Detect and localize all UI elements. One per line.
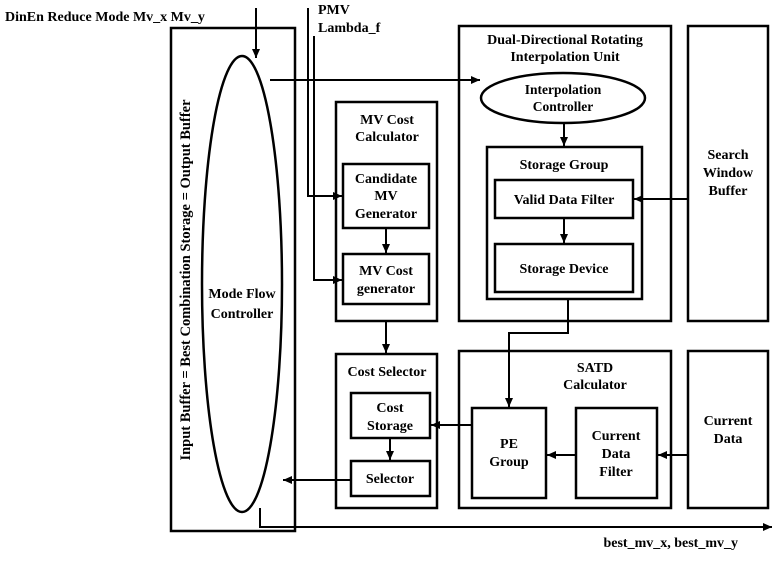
current-data-label-1: Current — [704, 414, 753, 429]
candidate-mv-generator-label-3: Generator — [355, 207, 417, 222]
cost-storage — [349, 391, 432, 440]
current-data-filter-label-2: Data — [602, 447, 631, 462]
interpolation-controller-label-2: Controller — [533, 99, 594, 114]
search-window-buffer-label-2: Window — [703, 166, 754, 181]
mv-cost-calculator-title-2: Calculator — [355, 130, 419, 145]
search-window-buffer-label-3: Buffer — [709, 184, 748, 199]
mv-cost-calculator-title-1: MV Cost — [360, 113, 414, 128]
candidate-mv-generator-label-1: Candidate — [355, 172, 417, 187]
satd-calculator-title-2: Calculator — [563, 378, 627, 393]
mode-flow-controller-label-2: Controller — [211, 307, 274, 322]
mode-flow-controller — [200, 54, 284, 514]
lambda-label: Lambda_f — [318, 21, 381, 36]
pe-group-label-2: Group — [489, 455, 529, 470]
mv-cost-generator-label-1: MV Cost — [359, 264, 413, 279]
current-data-filter-label-3: Filter — [599, 465, 632, 480]
candidate-mv-generator-label-2: MV — [374, 189, 397, 204]
pmv-label: PMV — [318, 3, 350, 18]
storage-device — [493, 242, 635, 294]
mv-cost-generator-label-2: generator — [357, 282, 415, 297]
selector-label: Selector — [366, 472, 414, 487]
current-data-label-2: Data — [714, 432, 743, 447]
arrow-storage-to-pe-group — [505, 299, 569, 407]
mv-cost-generator — [341, 252, 431, 306]
selector — [349, 459, 432, 498]
storage-device-label: Storage Device — [519, 262, 608, 277]
mode-flow-controller-label-1: Mode Flow — [208, 287, 276, 302]
cost-storage-label-2: Storage — [367, 419, 413, 434]
cost-storage-label-1: Cost — [376, 401, 404, 416]
interpolation-controller — [479, 71, 647, 125]
pe-group — [470, 406, 548, 500]
current-data-filter — [574, 406, 659, 500]
search-window-buffer — [686, 24, 770, 323]
cost-selector-title: Cost Selector — [348, 365, 427, 380]
interpolation-controller-label-1: Interpolation — [525, 82, 602, 97]
storage-group-title: Storage Group — [520, 158, 609, 173]
interpolation-unit-title-1: Dual-Directional Rotating — [487, 33, 643, 48]
satd-calculator-title-1: SATD — [577, 361, 613, 376]
input-signals-label: DinEn Reduce Mode Mv_x Mv_y — [5, 10, 205, 25]
current-data-filter-label-1: Current — [592, 429, 641, 444]
search-window-buffer-label-1: Search — [708, 148, 749, 163]
buffer-vertical-label: Input Buffer = Best Combination Storage … — [178, 99, 194, 461]
pe-group-label-1: PE — [500, 437, 518, 452]
current-data-block — [686, 349, 770, 510]
arrow-pmv-to-candidate-generator — [307, 8, 342, 200]
best-mv-output-label: best_mv_x, best_mv_y — [603, 536, 738, 551]
valid-data-filter-label: Valid Data Filter — [514, 193, 615, 208]
interpolation-unit-title-2: Interpolation Unit — [510, 50, 620, 65]
arrow-lambda-to-cost-generator — [313, 36, 342, 284]
arrow-best-mv-output — [259, 508, 772, 531]
